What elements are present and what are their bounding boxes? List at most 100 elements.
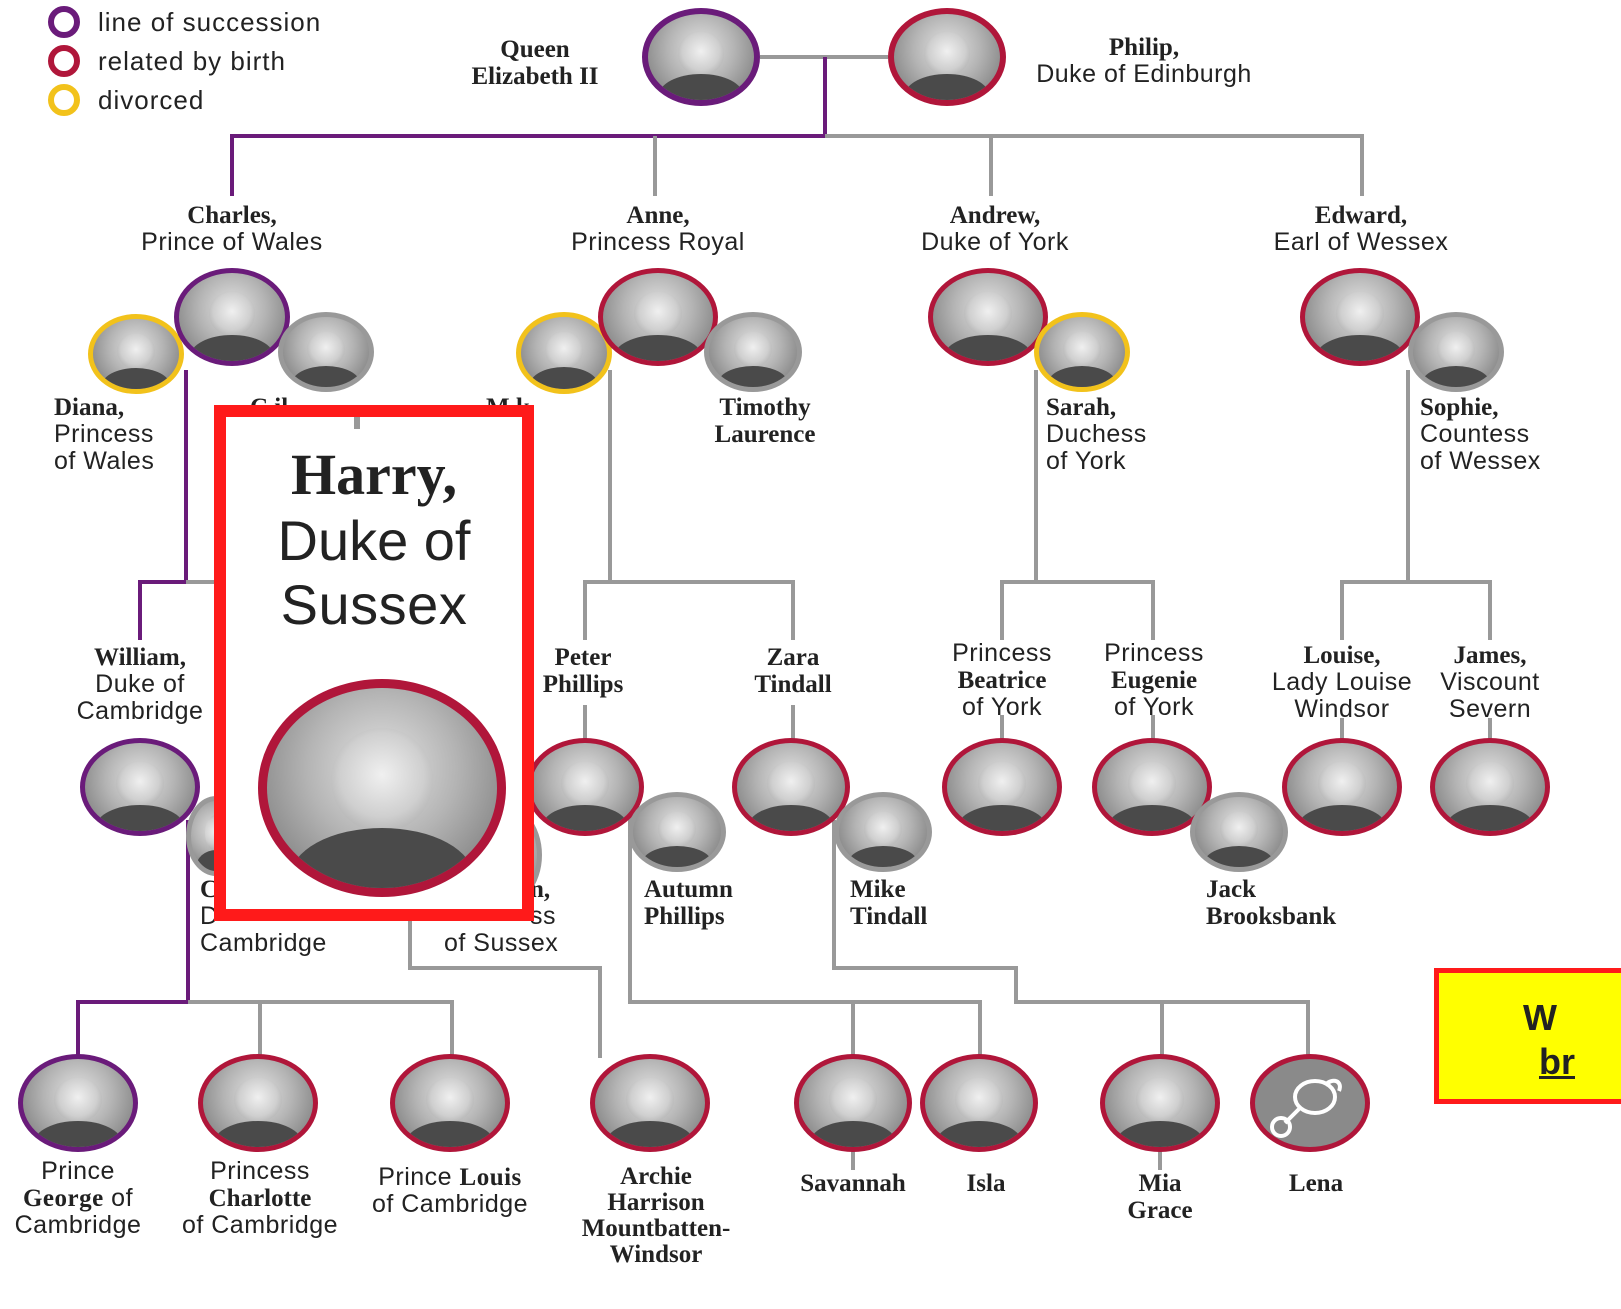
mia-name-line1: Mia xyxy=(1138,1170,1182,1197)
purple-ring-icon xyxy=(48,6,80,38)
meghan-name-line2: ss xyxy=(530,902,556,930)
louise-portrait xyxy=(1282,738,1402,836)
jack-name-line2: Brooksbank xyxy=(1206,903,1337,930)
archie-portrait xyxy=(590,1054,710,1152)
eugenie-name-line1: Princess xyxy=(1104,639,1204,667)
legend-item-birth: related by birth xyxy=(48,45,286,77)
camilla-portrait xyxy=(278,312,374,392)
savannah-name: Savannah xyxy=(778,1170,928,1197)
jack-portrait xyxy=(1190,792,1288,872)
peter-name-line2: Phillips xyxy=(542,671,624,698)
callout-line2: br xyxy=(1539,1041,1575,1082)
line-william-children xyxy=(76,820,190,1058)
archie-name: Archie Harrison Mountbatten- Windsor xyxy=(556,1164,756,1268)
beatrice-name-line1: Princess xyxy=(952,639,1052,667)
catherine-name-line2: D xyxy=(200,902,219,930)
mike-name: Mike Tindall xyxy=(850,876,970,930)
line-zara-children xyxy=(832,820,1310,1058)
edward-name-line1: Edward, xyxy=(1314,202,1408,229)
archie-name-line3: Mountbatten- xyxy=(581,1215,731,1242)
line-anne-children-bar xyxy=(610,580,795,640)
louis-name-line2: of Cambridge xyxy=(371,1190,529,1218)
sarah-name: Sarah, Duchess of York xyxy=(1046,394,1186,475)
andrew-portrait xyxy=(928,268,1048,366)
sarah-portrait xyxy=(1034,312,1130,392)
catherine-name-line1: C xyxy=(200,876,219,903)
callout-line1: W xyxy=(1523,997,1557,1038)
catherine-name-line3: Cambridge xyxy=(200,929,327,957)
charles-portrait xyxy=(174,268,290,366)
zara-name: Zara Tindall xyxy=(730,644,856,698)
red-ring-icon xyxy=(48,45,80,77)
queen-portrait xyxy=(642,8,760,106)
legend-label: related by birth xyxy=(98,45,286,76)
james-name-line3: Severn xyxy=(1448,695,1532,723)
george-portrait xyxy=(18,1054,138,1152)
eugenie-name: Princess Eugenie of York xyxy=(1084,640,1224,721)
george-name-bold: George xyxy=(22,1185,104,1212)
isla-name: Isla xyxy=(946,1170,1026,1197)
meghan-name-line1: n, xyxy=(530,876,551,903)
philip-name-line2: Duke of Edinburgh xyxy=(1036,60,1252,88)
james-name-line1: James, xyxy=(1453,642,1527,669)
legend-item-succession: line of succession xyxy=(48,6,321,38)
zara-portrait xyxy=(732,738,850,836)
william-name-line1: William, xyxy=(94,644,186,671)
sophie-name-line3: of Wessex xyxy=(1420,447,1541,475)
louise-name: Louise, Lady Louise Windsor xyxy=(1258,642,1426,723)
james-portrait xyxy=(1430,738,1550,836)
louise-name-line2: Lady Louise xyxy=(1271,668,1413,696)
edward-name-line2: Earl of Wessex xyxy=(1273,228,1449,256)
beatrice-portrait xyxy=(942,738,1062,836)
pacifier-icon xyxy=(1270,1078,1342,1138)
harry-highlight-box: Harry, Duke of Sussex xyxy=(214,405,534,921)
meghan-name: n, ss of Sussex xyxy=(444,876,594,957)
queen-name-line1: Queen xyxy=(500,36,570,63)
autumn-name-line2: Phillips xyxy=(644,903,725,930)
sarah-name-line1: Sarah, xyxy=(1046,394,1117,421)
legend-item-divorced: divorced xyxy=(48,84,204,116)
archie-name-line2: Harrison xyxy=(607,1189,705,1216)
louis-name-prefix: Prince xyxy=(378,1163,460,1191)
charles-name-line1: Charles, xyxy=(187,202,277,229)
harry-name-line1: Harry, xyxy=(291,442,457,507)
jack-name-line1: Jack xyxy=(1206,876,1256,903)
callout-box: W br xyxy=(1434,968,1621,1104)
sophie-name-line2: Countess xyxy=(1420,420,1530,448)
line-william-children-bar xyxy=(188,1000,454,1058)
beatrice-name-line2: Beatrice xyxy=(957,667,1047,694)
edward-name: Edward, Earl of Wessex xyxy=(1248,202,1474,256)
harry-name: Harry, Duke of Sussex xyxy=(226,441,522,637)
william-portrait xyxy=(80,738,200,836)
philip-name: Philip, Duke of Edinburgh xyxy=(1014,34,1274,88)
andrew-name-line1: Andrew, xyxy=(949,202,1041,229)
sophie-portrait xyxy=(1408,312,1504,392)
diana-name-line2: Princess xyxy=(54,420,154,448)
anne-name: Anne, Princess Royal xyxy=(548,202,768,256)
william-name: William, Duke of Cambridge xyxy=(60,644,220,725)
autumn-portrait xyxy=(628,792,726,872)
queen-name-line2: Elizabeth II xyxy=(471,63,599,90)
louis-name-line1: Prince Louis xyxy=(356,1163,544,1192)
timothy-portrait xyxy=(704,312,802,392)
louise-name-line1: Louise, xyxy=(1303,642,1381,669)
mia-portrait xyxy=(1100,1054,1220,1152)
beatrice-name: Princess Beatrice of York xyxy=(932,640,1072,721)
mia-name-line2: Grace xyxy=(1127,1197,1193,1224)
mike-name-line2: Tindall xyxy=(850,903,928,930)
anne-portrait xyxy=(598,268,718,366)
diana-name: Diana, Princess of Wales xyxy=(54,394,194,475)
louis-name: Prince Louis of Cambridge xyxy=(356,1164,544,1218)
line-charles-down xyxy=(138,370,188,640)
louise-name-line3: Windsor xyxy=(1294,695,1390,723)
lena-portrait xyxy=(1250,1054,1370,1152)
charles-name: Charles, Prince of Wales xyxy=(112,202,352,256)
sarah-name-line2: Duchess xyxy=(1046,420,1147,448)
philip-name-line1: Philip, xyxy=(1108,34,1180,61)
george-name-line2: George of xyxy=(0,1185,156,1213)
sophie-name-line1: Sophie, xyxy=(1420,394,1499,421)
charlotte-name-line2: Charlotte xyxy=(208,1185,312,1212)
archie-name-line1: Archie xyxy=(620,1163,692,1190)
queen-name: Queen Elizabeth II xyxy=(440,36,630,90)
